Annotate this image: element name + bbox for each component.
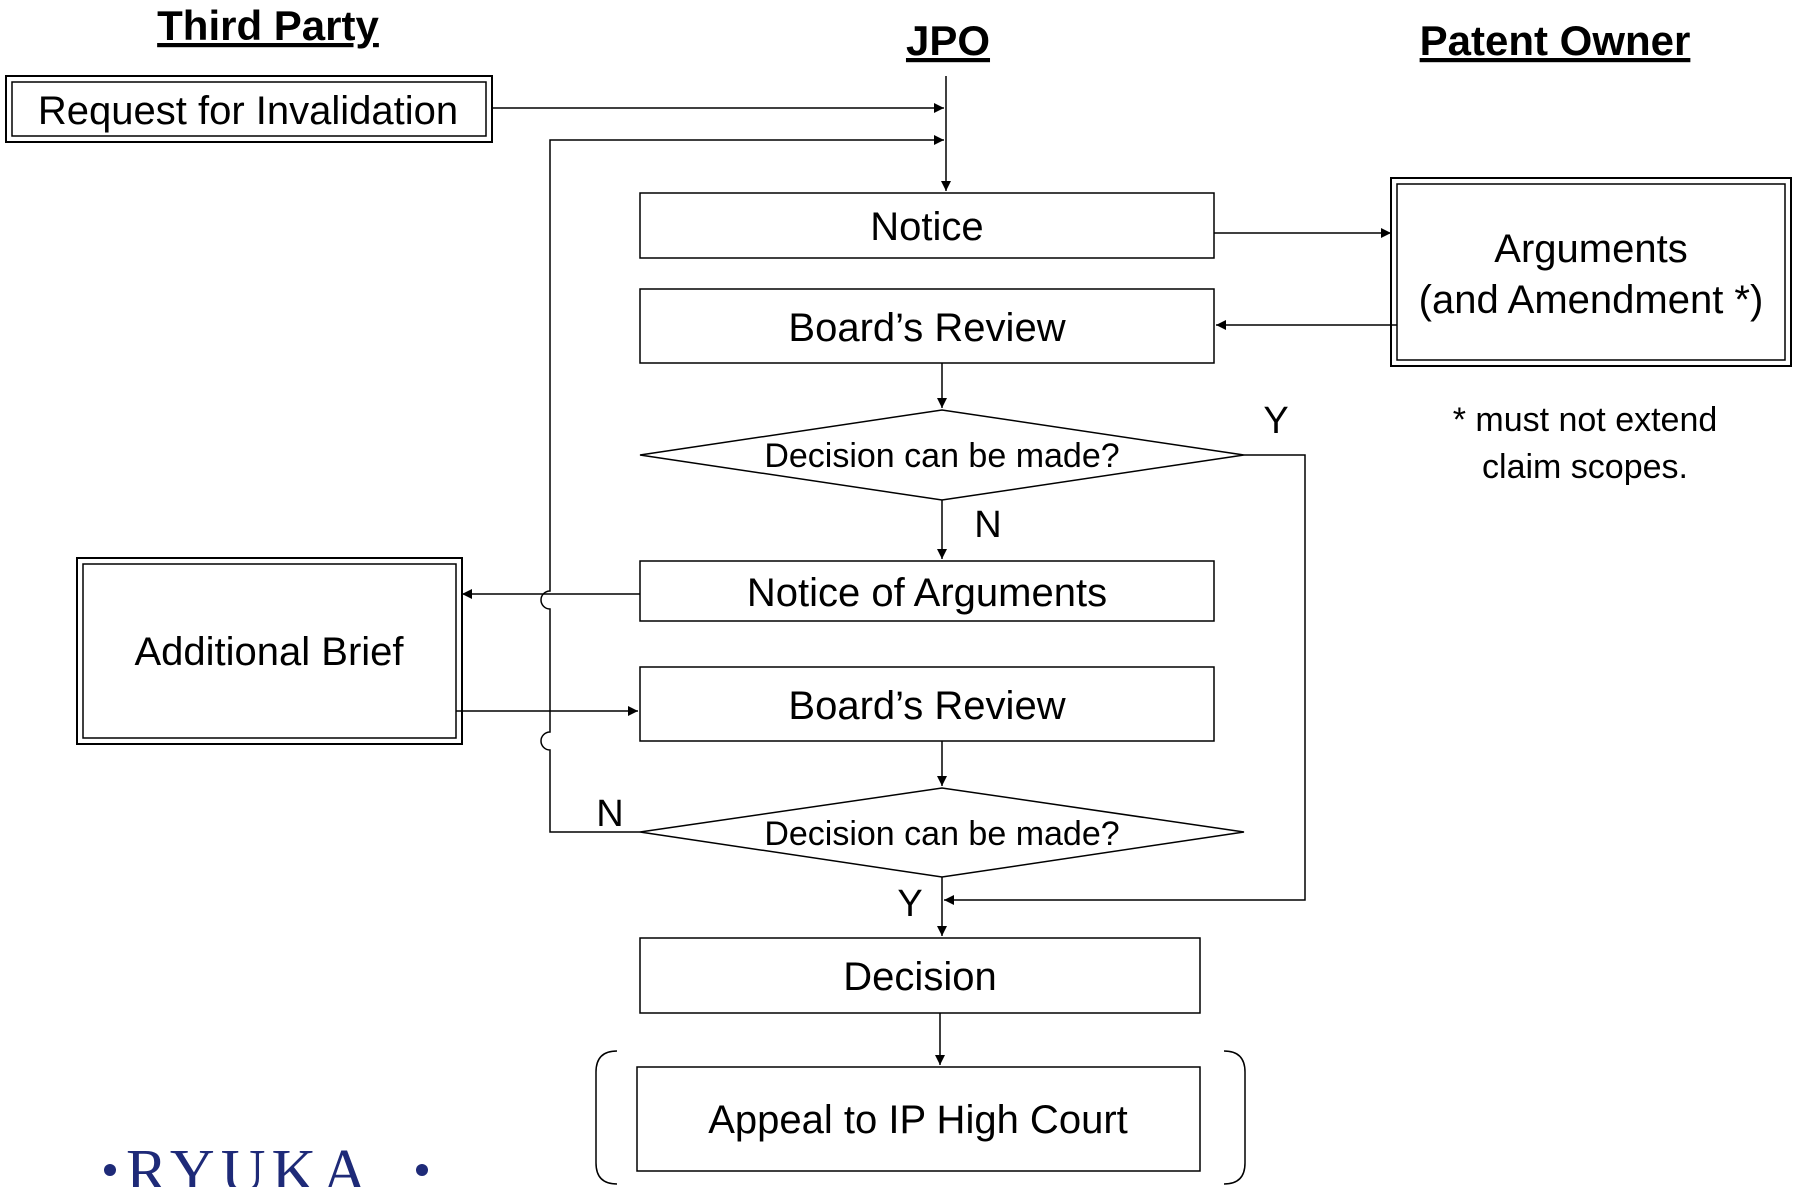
connector-loop-back	[540, 135, 944, 833]
request-label: Request for Invalidation	[38, 89, 458, 133]
appeal-label: Appeal to IP High Court	[708, 1098, 1128, 1142]
branch-label-q2-yes: Y	[897, 883, 922, 925]
logo-dot-left	[104, 1164, 116, 1176]
notice-box: Notice	[639, 192, 1215, 259]
notice-of-arguments-label: Notice of Arguments	[747, 571, 1107, 615]
notice-label: Notice	[870, 205, 983, 249]
request-box: Request for Invalidation	[5, 75, 493, 143]
decision-diamond-2-label: Decision can be made?	[764, 815, 1119, 853]
additional-brief-label: Additional Brief	[134, 630, 404, 674]
appeal-box: Appeal to IP High Court	[636, 1066, 1201, 1172]
board-review-2-box: Board’s Review	[639, 666, 1215, 742]
footnote-line1: * must not extend	[1453, 401, 1718, 439]
header-patent-owner: Patent Owner	[1420, 17, 1691, 64]
decision-diamond-1-label: Decision can be made?	[764, 437, 1119, 475]
notice-of-arguments-box: Notice of Arguments	[639, 560, 1215, 622]
additional-brief-box: Additional Brief	[76, 557, 463, 745]
arguments-label-line2: (and Amendment *)	[1419, 278, 1764, 322]
decision-diamond-1: Decision can be made?	[639, 409, 1245, 501]
decision-box: Decision	[639, 937, 1201, 1014]
arguments-label-line1: Arguments	[1494, 227, 1687, 271]
header-jpo: JPO	[906, 17, 990, 64]
ryuka-logo: RYUKA	[104, 1138, 428, 1187]
footnote-line2: claim scopes.	[1482, 448, 1688, 486]
decision-diamond-2: Decision can be made?	[639, 787, 1245, 878]
logo-text: RYUKA	[126, 1138, 373, 1187]
branch-label-q1-yes: Y	[1263, 400, 1288, 442]
connectors	[456, 76, 1397, 1065]
connector-diamond1-yes	[944, 454, 1306, 905]
appeal-bracket-left	[595, 1050, 618, 1185]
arguments-box: Arguments (and Amendment *)	[1390, 177, 1792, 367]
header-third-party: Third Party	[157, 2, 379, 49]
board-review-1-label: Board’s Review	[788, 306, 1065, 350]
board-review-1-box: Board’s Review	[639, 288, 1215, 364]
decision-label: Decision	[843, 955, 996, 999]
branch-label-q1-no: N	[974, 504, 1001, 546]
appeal-bracket-right	[1223, 1050, 1246, 1185]
branch-label-q2-no: N	[596, 793, 623, 835]
board-review-2-label: Board’s Review	[788, 684, 1065, 728]
logo-dot-right	[416, 1164, 428, 1176]
